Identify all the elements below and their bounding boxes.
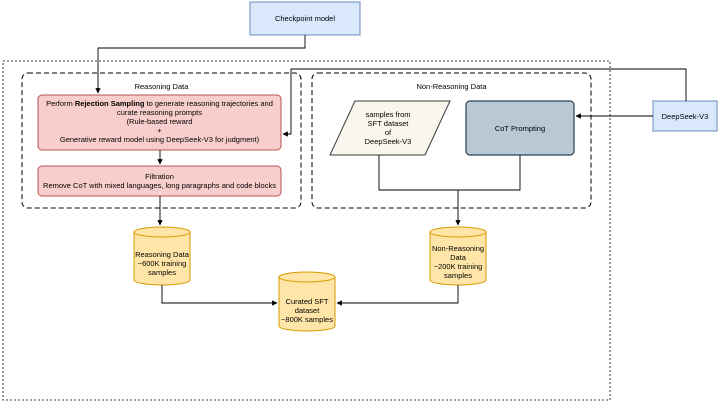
reasoning-group-title: Reasoning Data bbox=[134, 82, 189, 91]
filtration-title: Filtration bbox=[145, 172, 174, 181]
arrow-checkpoint-to-rejection bbox=[95, 35, 306, 94]
curated-db-line2: dataset bbox=[294, 306, 320, 315]
rejection-sampling-bold: Rejection Sampling bbox=[74, 99, 145, 108]
filtration-description: Remove CoT with mixed languages, long pa… bbox=[43, 181, 276, 190]
outer-container bbox=[2, 60, 611, 401]
sft-samples-line2: SFT dataset bbox=[367, 119, 409, 128]
curated-sft-cylinder bbox=[278, 271, 336, 332]
non-reasoning-db-line1: Non-Reasoning bbox=[431, 244, 485, 253]
cot-prompting-label: CoT Prompting bbox=[494, 124, 546, 133]
deepseek-v3-label: DeepSeek-V3 bbox=[661, 112, 709, 121]
reasoning-db-line2: ~600K training bbox=[137, 259, 187, 268]
checkpoint-model-label: Checkpoint model bbox=[274, 14, 336, 23]
non-reasoning-db-line2: Data bbox=[450, 253, 466, 262]
sft-samples-text: samples from SFT dataset of DeepSeek-V3 bbox=[338, 110, 438, 146]
reasoning-group-frame bbox=[21, 72, 302, 209]
curated-sft-text: Curated SFT dataset ~800K samples bbox=[274, 297, 340, 324]
connector-cot-prompting bbox=[458, 155, 521, 191]
non-reasoning-group-title: Non-Reasoning Data bbox=[416, 82, 487, 91]
arrow-reasoning-to-curated bbox=[161, 285, 278, 306]
rejection-sampling-text: Perform Rejection Sampling to generate r… bbox=[38, 99, 281, 144]
sft-samples-line1: samples from bbox=[365, 110, 411, 119]
checkpoint-model-box bbox=[249, 1, 361, 36]
non-reasoning-group-frame bbox=[311, 72, 592, 209]
rejection-line1-suffix: to generate reasoning trajectories and bbox=[144, 99, 273, 108]
rejection-line3: (Rule-based reward bbox=[126, 117, 193, 126]
arrow-non-reasoning-to-curated bbox=[336, 285, 459, 306]
filtration-box bbox=[37, 165, 282, 197]
curated-db-line3: ~800K samples bbox=[281, 315, 333, 324]
sft-samples-shape bbox=[329, 100, 451, 156]
non-reasoning-db-line3: ~200K training bbox=[433, 262, 483, 271]
curated-db-line1: Curated SFT bbox=[285, 297, 329, 306]
reasoning-db-line1: Reasoning Data bbox=[135, 250, 189, 259]
reasoning-db-line3: samples bbox=[148, 268, 176, 277]
rejection-sampling-box bbox=[37, 94, 282, 151]
connector-sft-samples bbox=[378, 155, 458, 191]
reasoning-db-text: Reasoning Data ~600K training samples bbox=[134, 250, 190, 277]
non-reasoning-db-line4: samples bbox=[444, 271, 472, 280]
non-reasoning-db-text: Non-Reasoning Data ~200K training sample… bbox=[430, 244, 486, 280]
sft-samples-line4: DeepSeek-V3 bbox=[364, 137, 412, 146]
sft-samples-line3: of bbox=[384, 128, 392, 137]
rejection-line1-prefix: Perform bbox=[46, 99, 75, 108]
rejection-line5: Generative reward model using DeepSeek-V… bbox=[59, 135, 260, 144]
arrow-deepseek-to-rejection bbox=[282, 68, 687, 137]
deepseek-v3-box bbox=[652, 100, 718, 132]
rejection-line2: curate reasoning prompts bbox=[116, 108, 203, 117]
rejection-line4: + bbox=[157, 126, 162, 135]
filtration-text: Filtration Remove CoT with mixed languag… bbox=[38, 172, 281, 190]
